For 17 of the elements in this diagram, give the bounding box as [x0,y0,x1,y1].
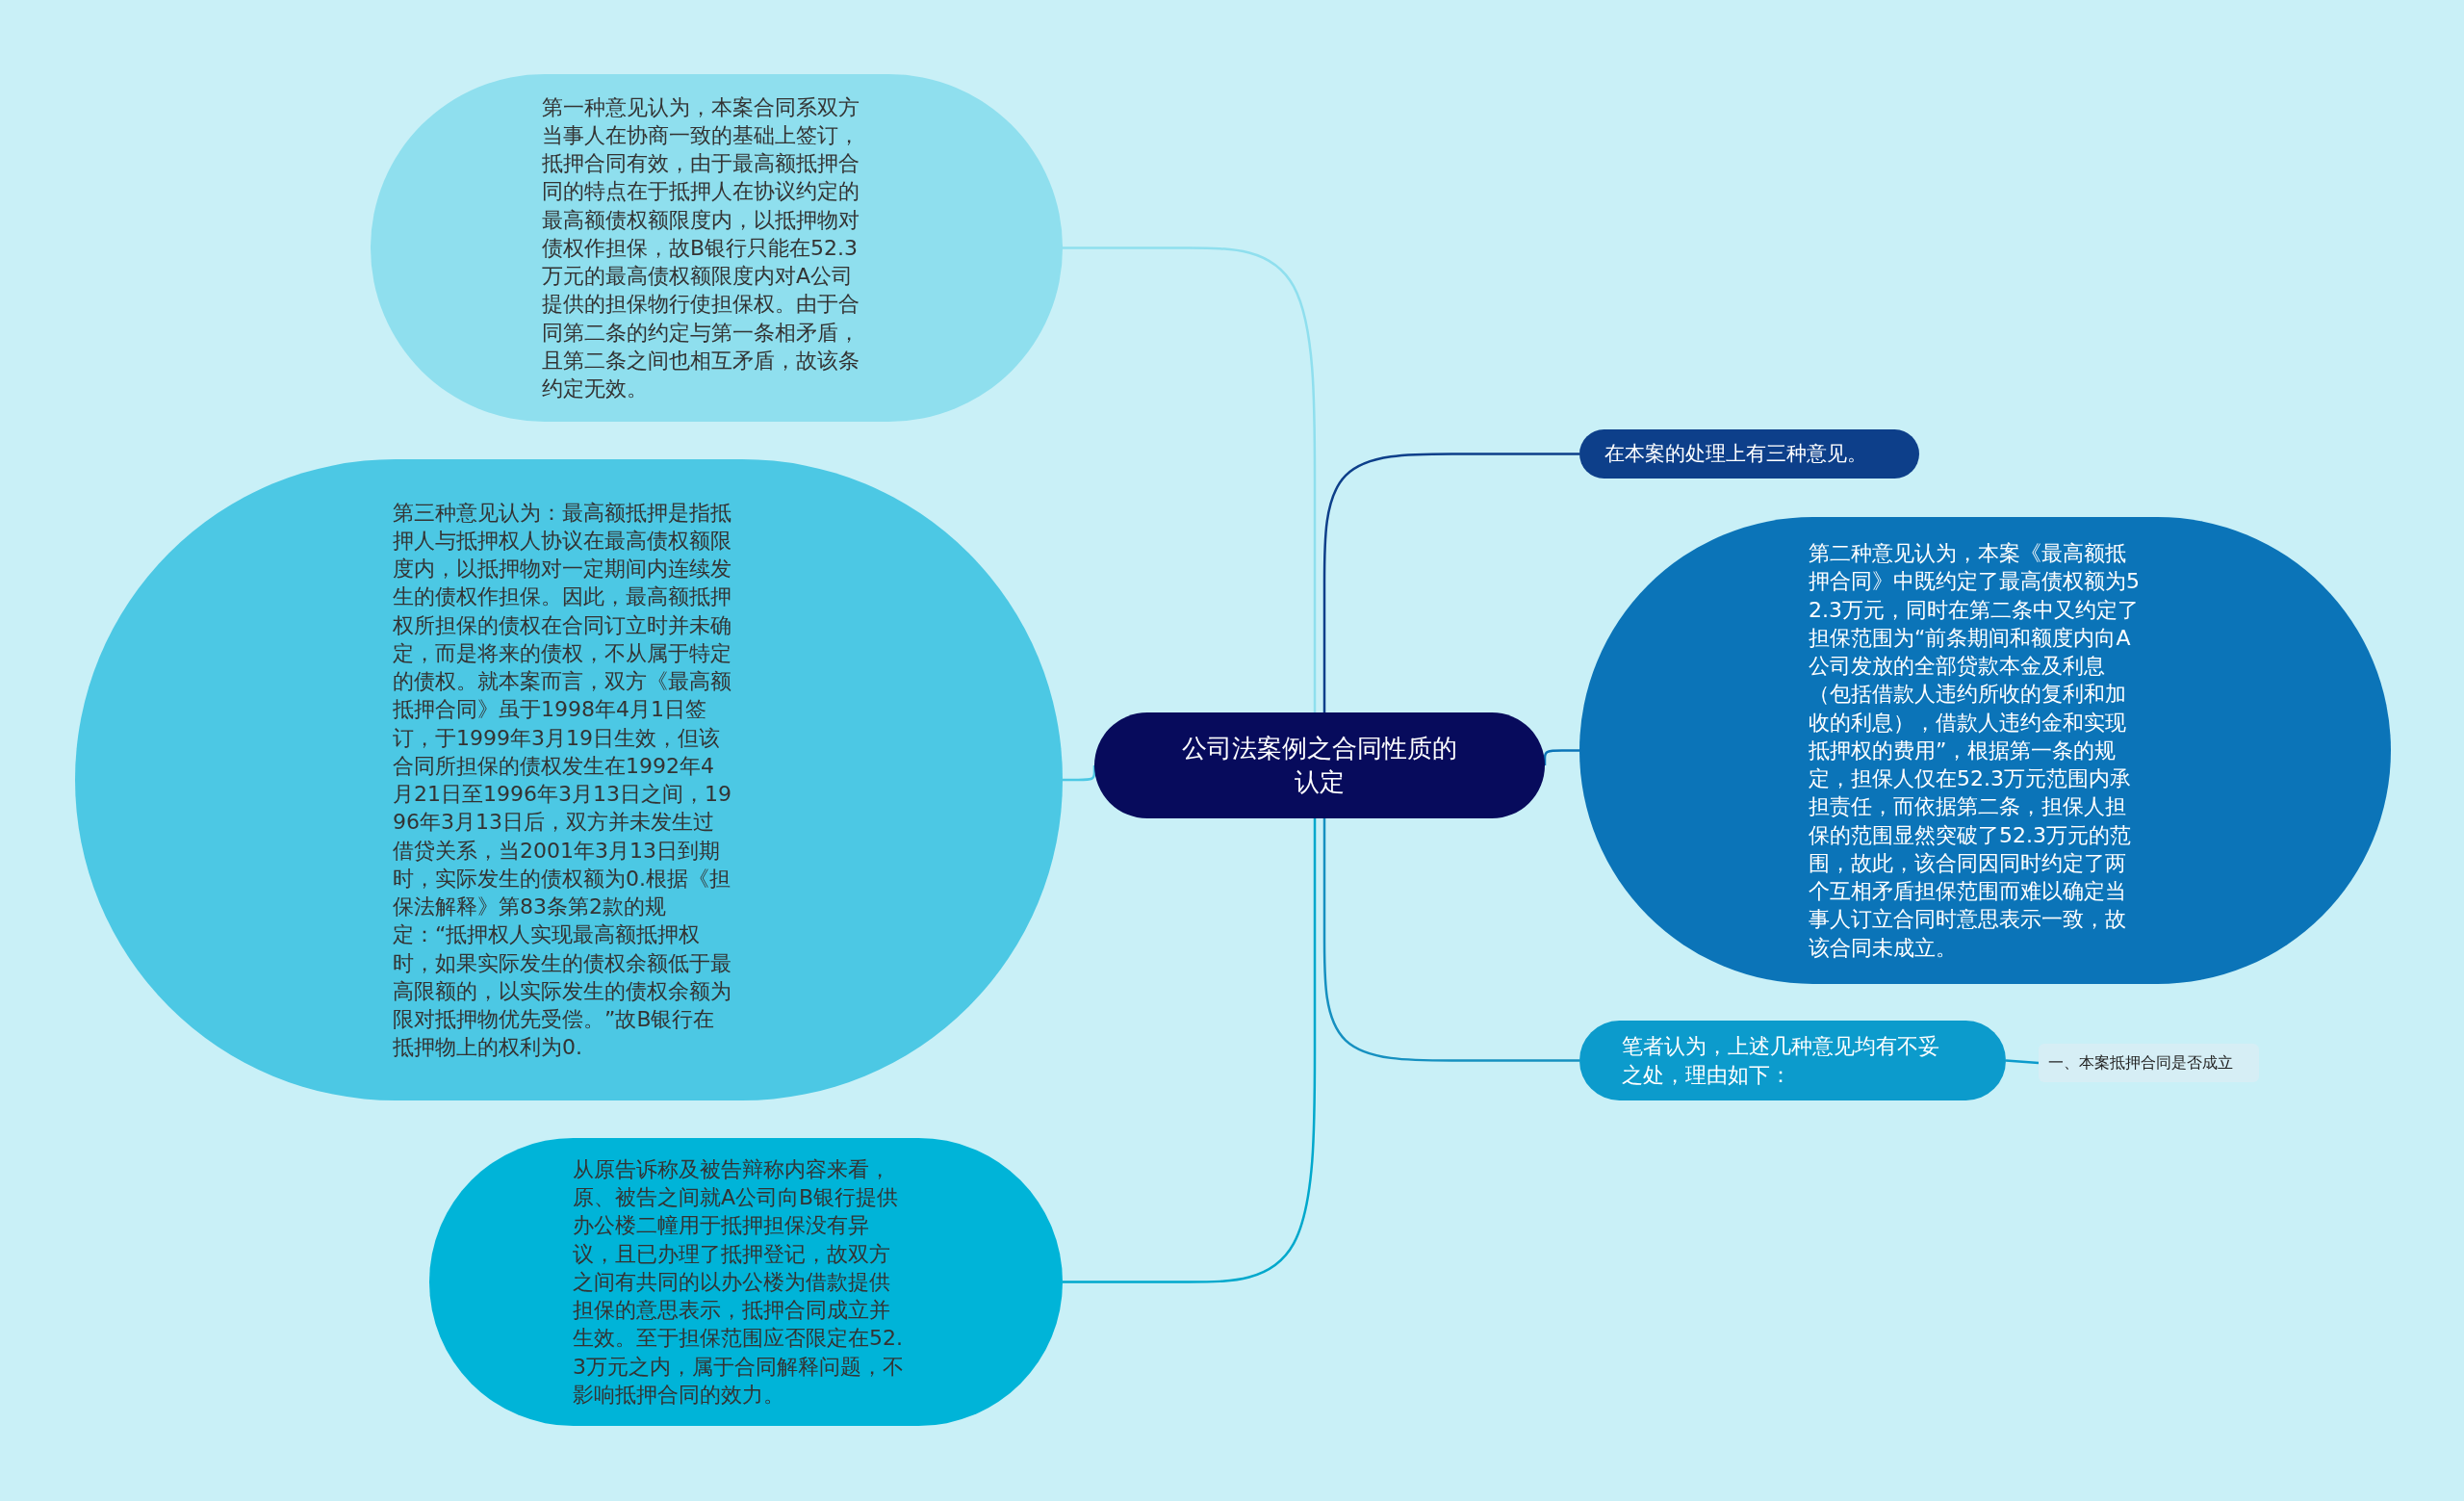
node-text: 第一种意见认为，本案合同系双方当事人在协商一致的基础上签订，抵押合同有效，由于最高额抵押合同的特点在于抵押人在协议约定的最高额债权额限度内，以抵押物对债权作担保，故B银行只能在52.3万元的最高债权额限度内对A公司提供的担保物行使担保权。由于合同第二条的约定与第一条相矛盾，且第二条之间也相互矛盾，故该条约定无效。 [542,93,860,403]
connector-line [1543,749,1579,765]
connector-line [1063,818,1317,1283]
connector-line [1063,765,1096,782]
node-text: 从原告诉称及被告辩称内容来看，原、被告之间就A公司向B银行提供办公楼二幢用于抵押担保没有异议，且已办理了抵押登记，故双方之间有共同的以办公楼为借款提供担保的意思表示，抵押合同成立并生效。至于担保范围应否限定在52.3万元之内，属于合同解释问题，不影响抵押合同的效力。 [573,1155,905,1409]
subtopic-tag [2039,1044,2259,1082]
connector-line [1322,818,1579,1062]
node-text: 在本案的处理上有三种意见。 [1604,440,1867,467]
topic-bubble [1579,429,1919,479]
connector-line [1063,246,1317,712]
connector-line [1322,453,1579,712]
node-text: 第三种意见认为：最高额抵押是指抵押人与抵押权人协议在最高债权额限度内，以抵押物对一定期间内连续发生的债权作担保。因此，最高额抵押权所担保的债权在合同订立时并未确定，而是将来的债权，不从属于特定的债权。就本案而言，双方《最高额抵押合同》虽于1998年4月1日签订，于1999年3月19日生效，但该合同所担保的债权发生在1992年4月21日至1996年3月13日之间，1996年3月13日后，双方并未发生过借贷关系，当2001年3月13日到期时，实际发生的债权额为0.根据《担保法解释》第83条第2款的规定：“抵押权人实现最高额抵押权时，如果实际发生的债权余额低于最高限额的，以实际发生的债权余额为限对抵押物优先受偿。”故B银行在抵押物上的权利为0. [393,499,732,1062]
node-text: 一、本案抵押合同是否成立 [2048,1052,2233,1074]
node-text: 公司法案例之合同性质的认定 [1181,733,1458,798]
node-text: 第二种意见认为，本案《最高额抵押合同》中既约定了最高债权额为52.3万元，同时在第二条中又约定了担保范围为“前条期间和额度内向A公司发放的全部贷款本金及利息（包括借款人违约所收的复利和加收的利息），借款人违约金和实现抵押权的费用”，根据第一条的规定，担保人仅在52.3万元范围内承担责任，而依据第二条，担保人担保的范围显然突破了52.3万元的范围，故此，该合同因同时约定了两个互相矛盾担保范围而难以确定当事人订立合同时意思表示一致，故该合同未成立。 [1809,540,2141,962]
node-text: 笔者认为，上述几种意见均有不妥之处，理由如下： [1622,1033,1940,1089]
connector-line [2005,1059,2040,1065]
